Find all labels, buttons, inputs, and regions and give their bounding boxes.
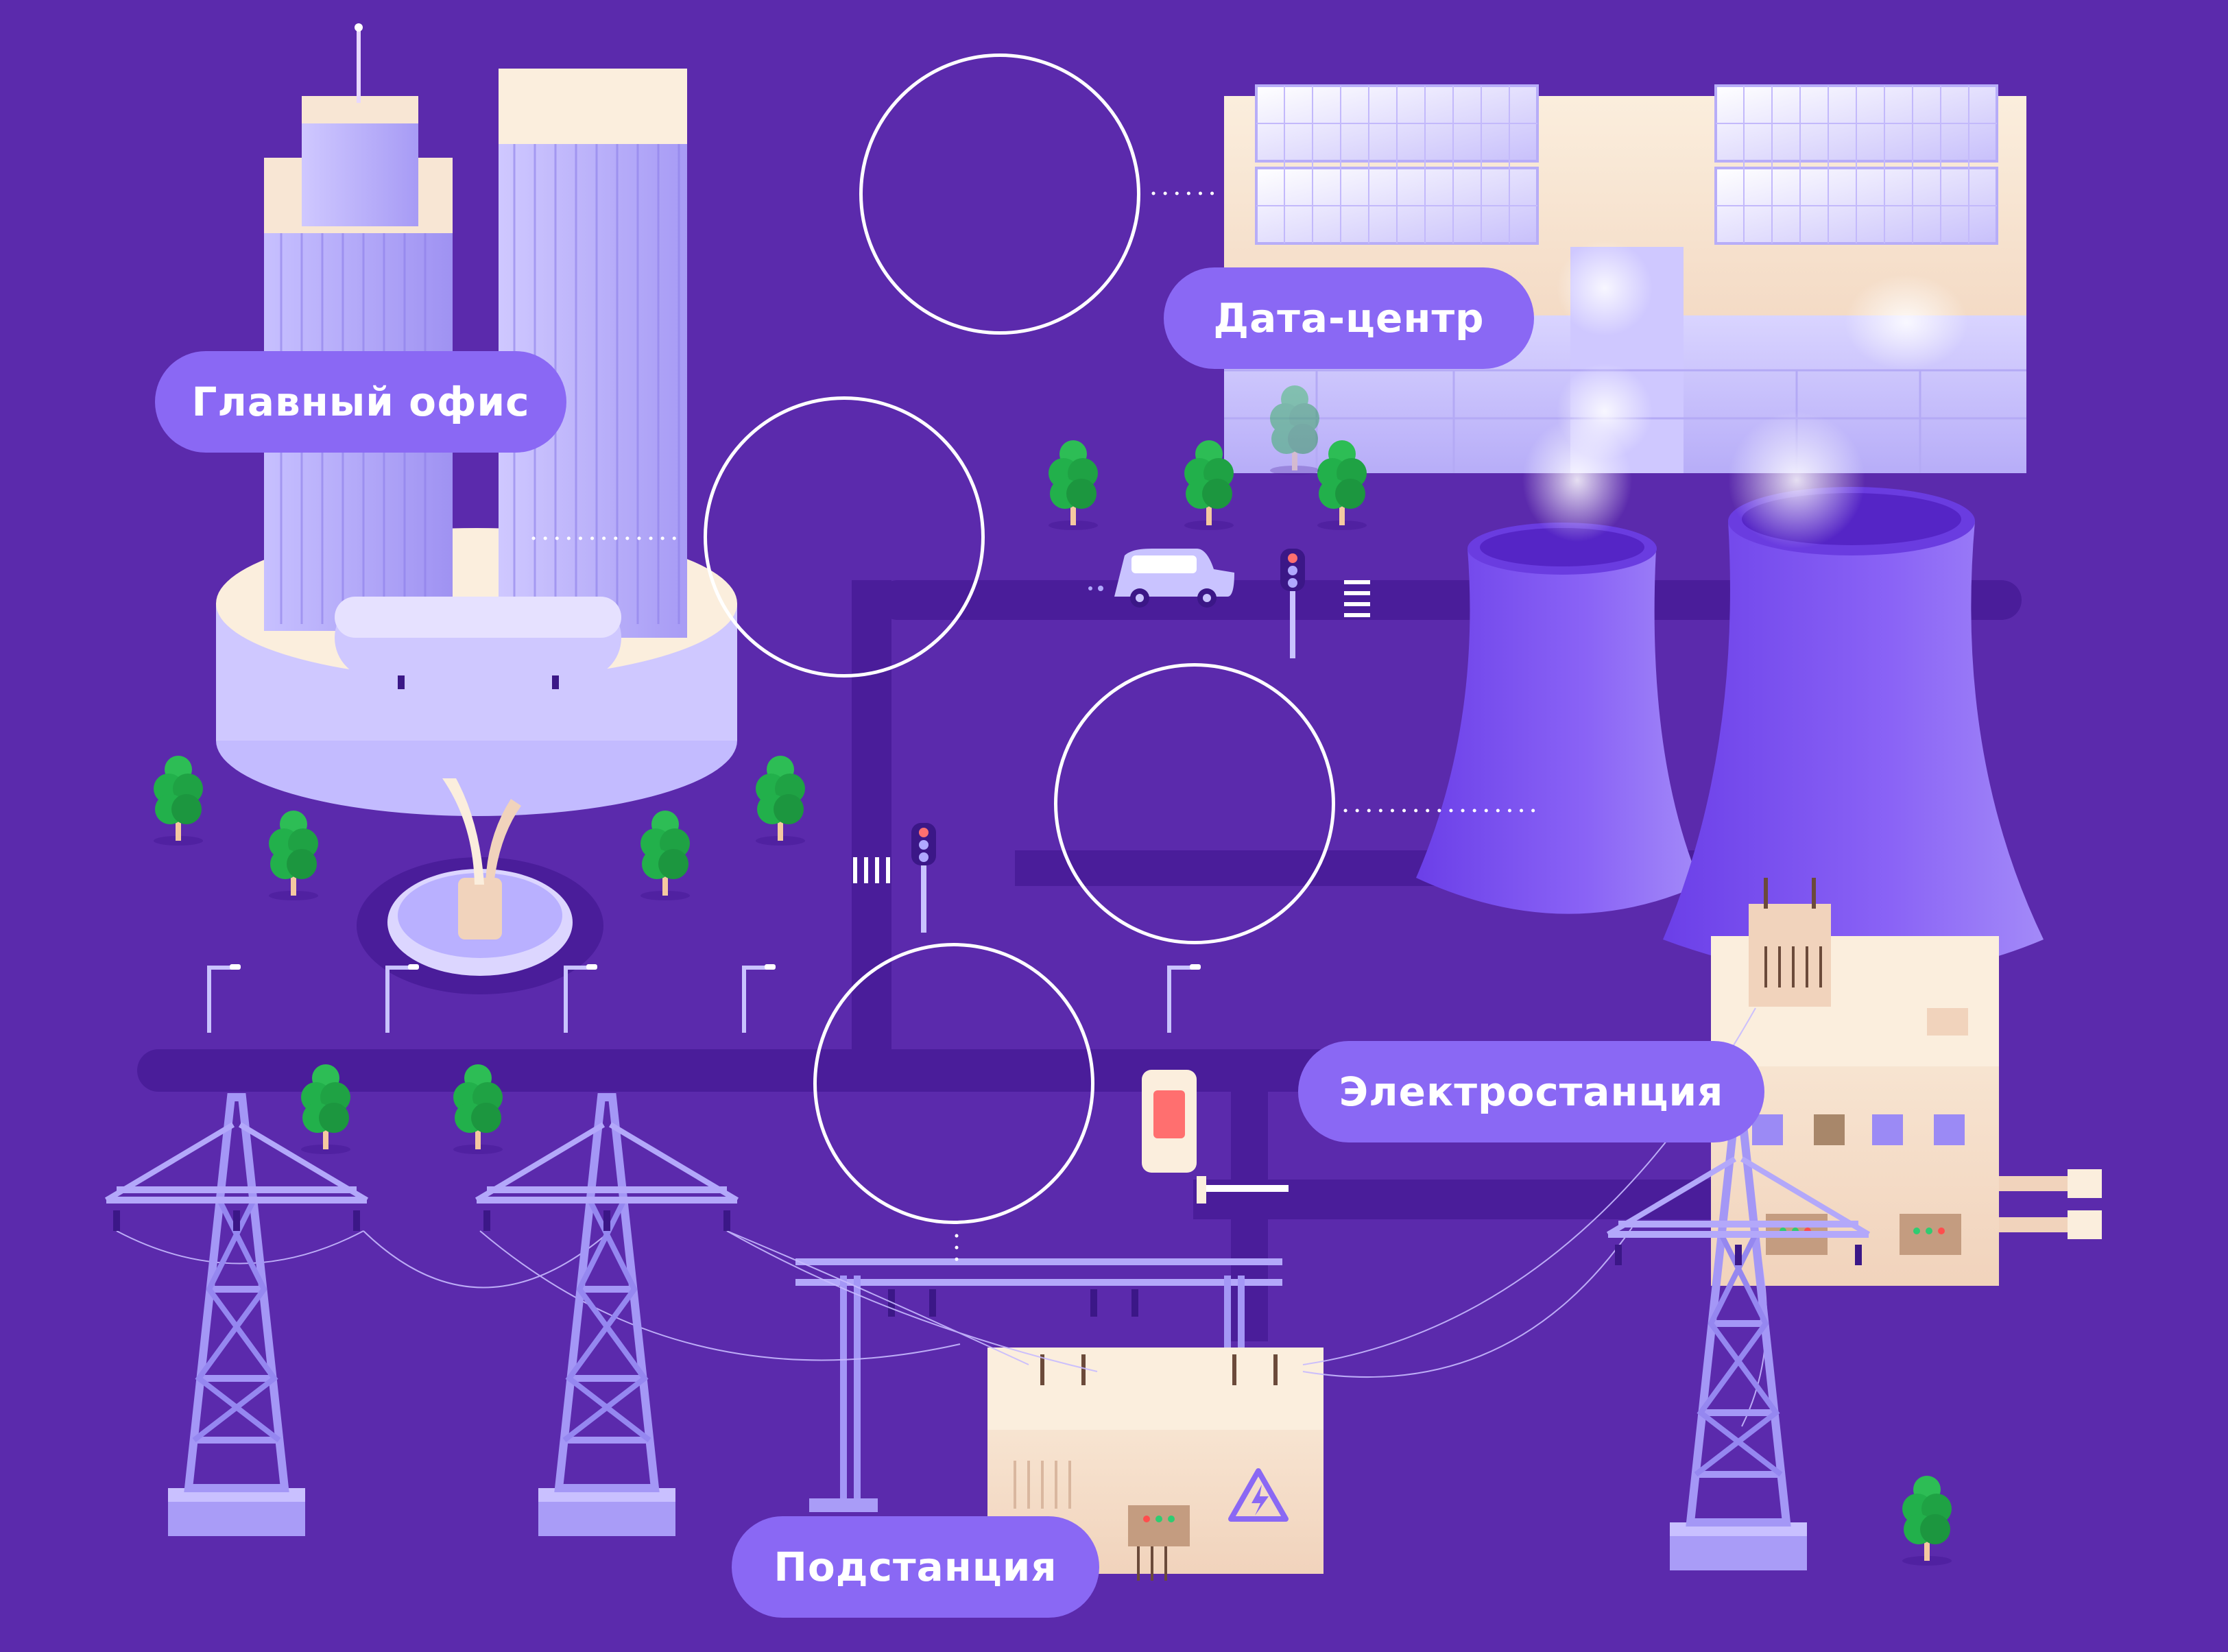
high-voltage-warning-icon (1228, 1468, 1289, 1522)
hotspot-substation[interactable] (813, 943, 1094, 1224)
label-power-station[interactable]: Электростанция (1298, 1041, 1764, 1142)
label-main-office[interactable]: Главный офис (155, 351, 566, 453)
car-icon (1088, 549, 1234, 608)
connector-lines (531, 191, 1542, 1267)
hotspot-main-office[interactable] (704, 396, 985, 678)
label-substation[interactable]: Подстанция (732, 1516, 1099, 1618)
label-data-center[interactable]: Дата-центр (1164, 267, 1534, 369)
sculpture-icon (442, 778, 521, 939)
hotspot-data-center[interactable] (859, 53, 1140, 335)
pylon-2 (477, 1097, 737, 1536)
pylon-1 (106, 1097, 367, 1536)
substation-building (795, 1070, 1323, 1581)
solar-panel-icon (1255, 84, 1998, 245)
hotspot-power-station[interactable] (1054, 663, 1335, 944)
cooling-towers (1416, 363, 2044, 977)
